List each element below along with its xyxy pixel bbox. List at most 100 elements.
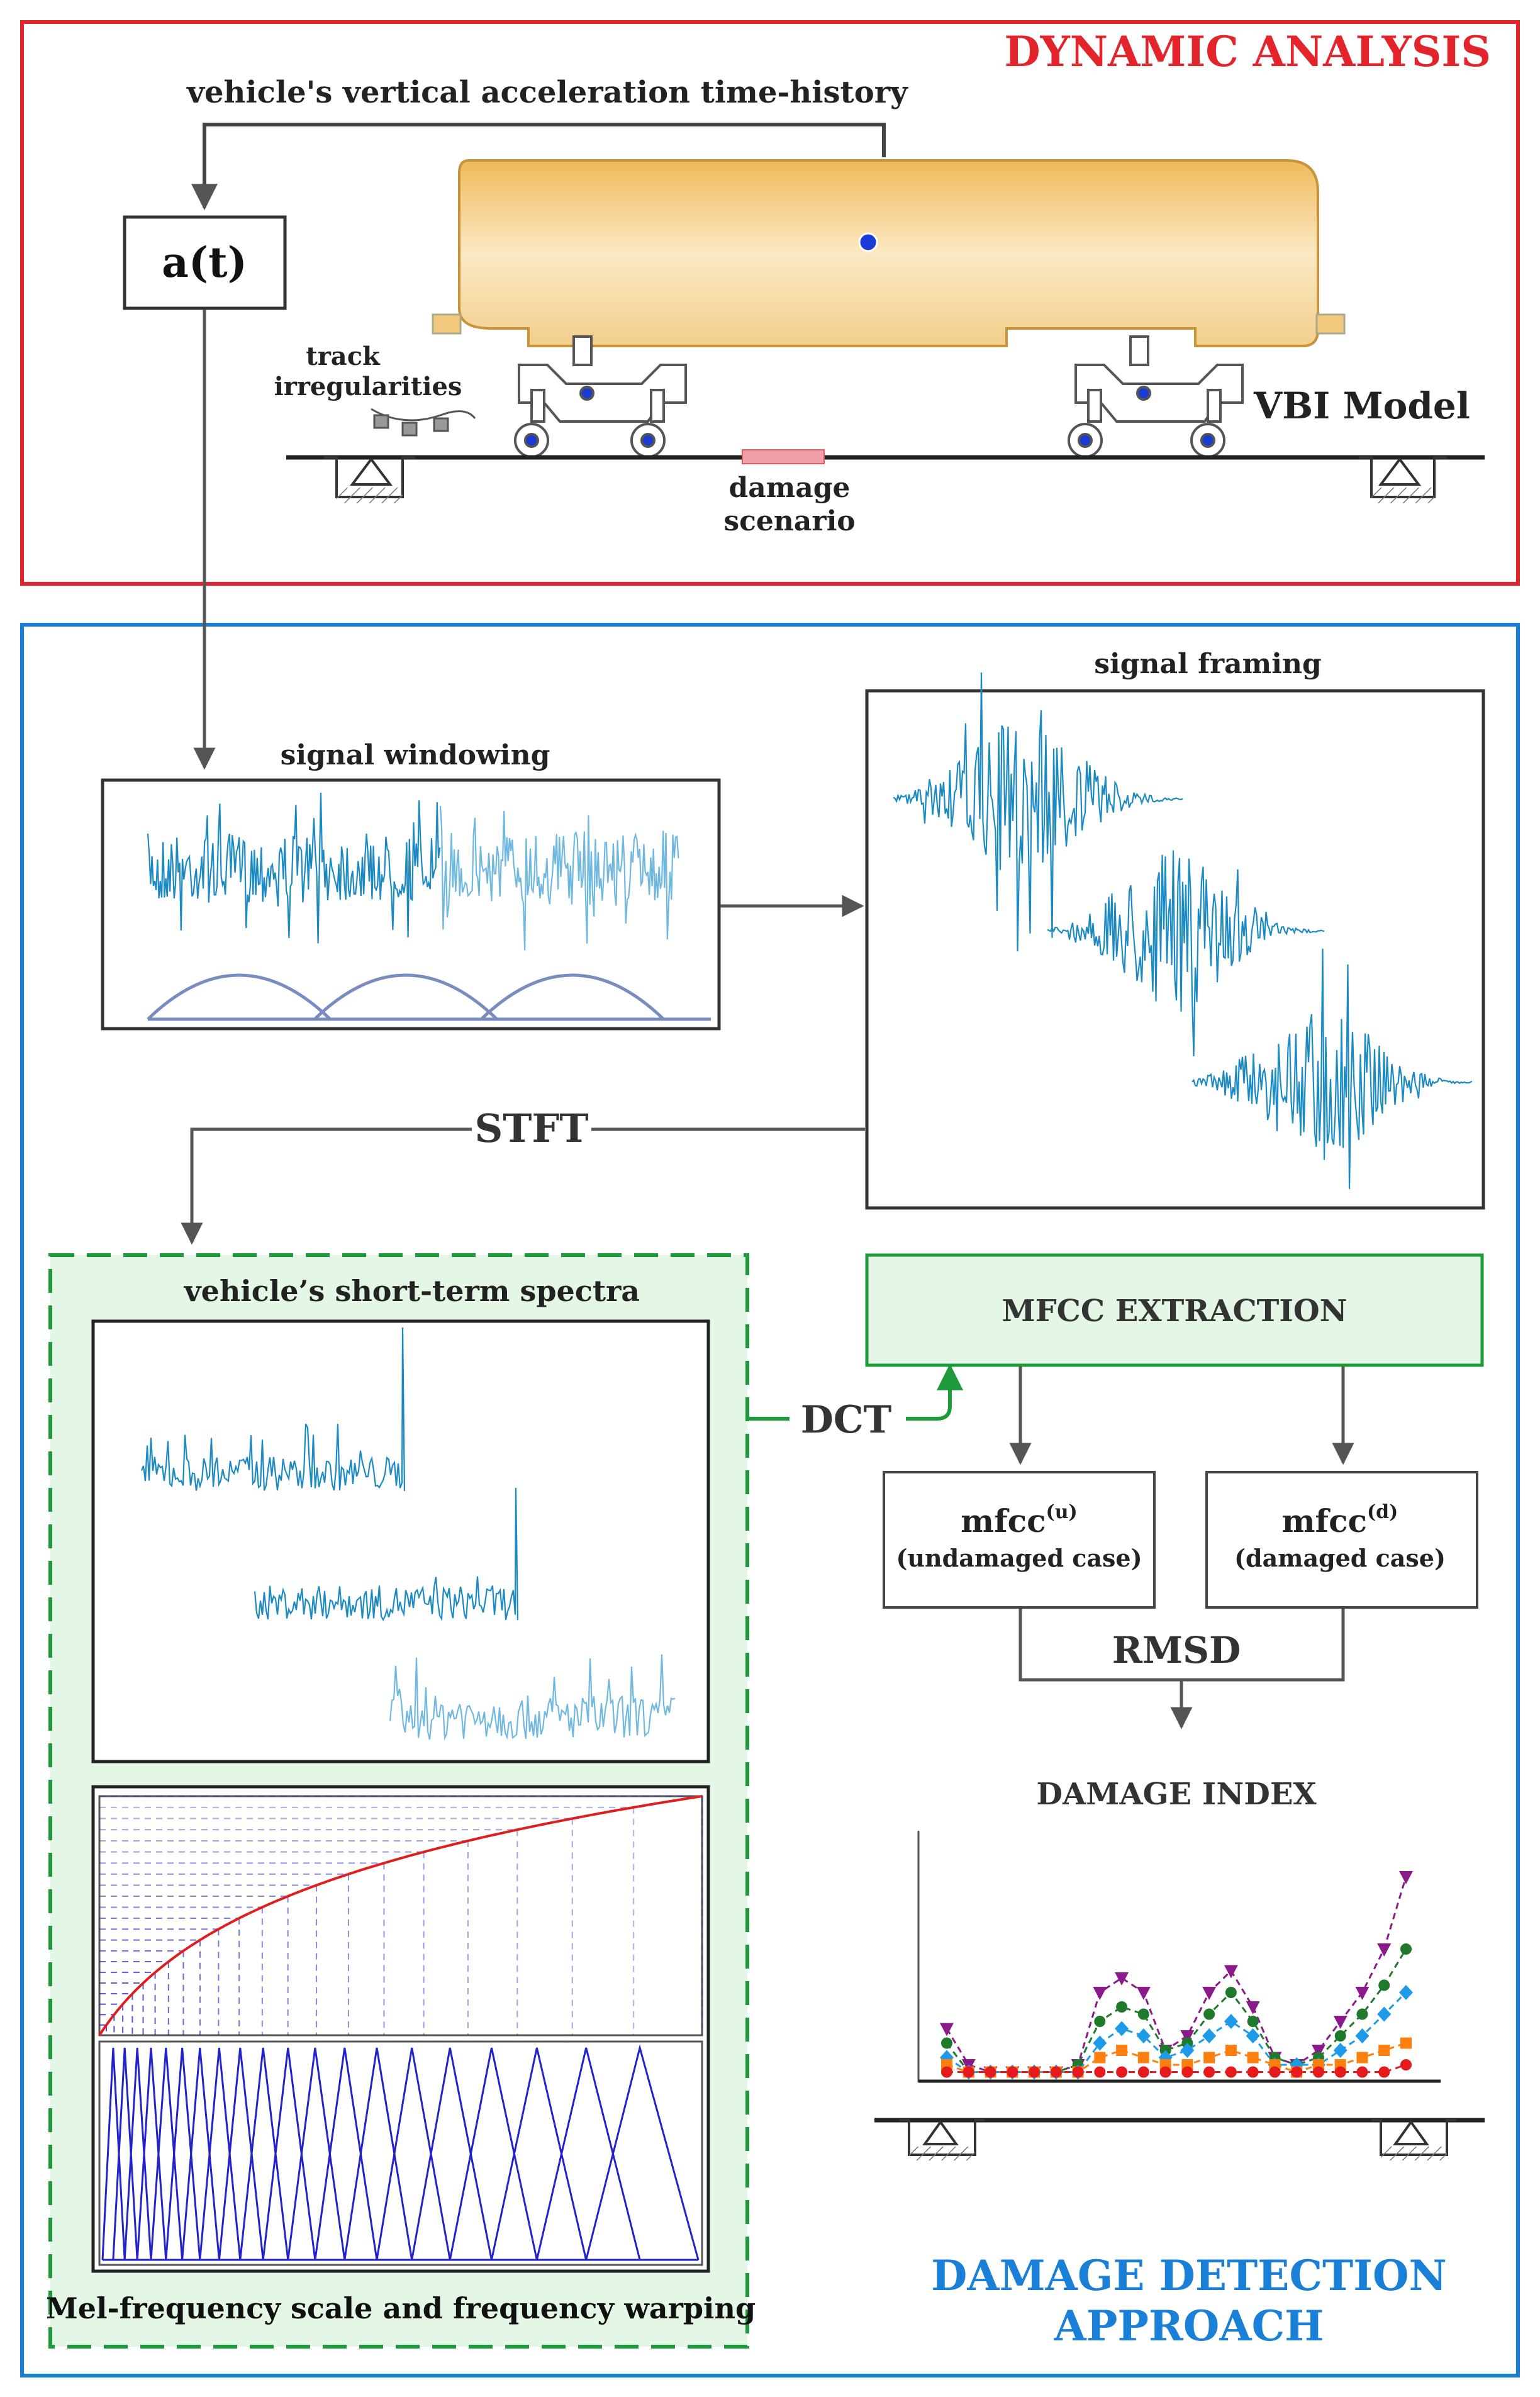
chart-point [1094,2066,1106,2078]
signal-frame [1191,948,1473,1190]
chart-point [1203,2066,1215,2078]
chart-point [1247,2066,1259,2078]
windowing-label: signal windowing [281,739,550,771]
chart-point [1116,2001,1128,2013]
stft-arrow [192,1127,865,1243]
chart-point [1333,2043,1348,2058]
signal-frames [893,672,1473,1190]
chart-point [1225,2045,1237,2056]
chart-point [1115,2021,1129,2037]
mfcc-u-case: (undamaged case) [896,1544,1142,1572]
bogie-left [514,335,687,458]
mel-filter [449,2047,538,2260]
chart-point [1224,2014,1238,2029]
mel-filter [218,2047,264,2260]
mel-filter [165,2047,201,2260]
chart-point [1094,2052,1106,2064]
chart-point [1334,2066,1346,2078]
short-term-spectra [140,1327,676,1741]
chart-point [940,2023,954,2037]
car-body [458,159,1319,347]
dynamic-analysis-title: DYNAMIC ANALYSIS [1004,27,1491,76]
damage-index-chart [940,1871,1413,2080]
at-label: a(t) [162,238,247,287]
mel-filter [239,2047,289,2260]
chart-point [1180,2043,1195,2058]
signal-frame [893,672,1183,952]
chart-point [1007,2066,1018,2078]
chart-point [1247,2052,1259,2064]
mel-scale-plot [98,1795,703,2037]
mel-filter [101,2047,126,2260]
mfcc-d-case: (damaged case) [1234,1544,1446,1572]
chart-point [1050,2066,1062,2078]
chart-series-line [946,1876,1407,2073]
chart-point [1180,2030,1195,2043]
mel-filter [136,2047,167,2260]
spectra-label: vehicle’s short-term spectra [184,1274,640,1308]
chart-point [941,2066,952,2078]
mel-filter [535,2047,641,2260]
mel-filter [123,2047,152,2260]
chart-point [1203,2052,1215,2064]
chart-point [1400,2037,1412,2049]
chart-point [1094,2016,1106,2027]
chart-point [962,2066,974,2078]
chart-point [1378,2066,1390,2078]
windowed-signal-trace [439,806,679,951]
windowed-signal-trace [147,792,441,944]
chart-point [1116,2045,1128,2056]
chart-point [1356,2052,1368,2064]
chart-point [1224,1965,1238,1979]
chart-point [1116,2066,1128,2078]
chart-point [1246,2001,1260,2014]
chart-point [1334,2030,1346,2042]
chart-point [1291,2066,1303,2078]
vbi-label: VBI Model [1253,384,1470,427]
bridge-beam [286,449,1485,503]
chart-point [1093,2035,1107,2051]
chart-point [1225,2066,1237,2078]
mel-filter [411,2047,493,2260]
chart-series-line [947,2064,1407,2073]
track-irregularities-icon [371,408,476,437]
chart-point [1312,2066,1324,2078]
track-label-1: track [306,342,381,371]
track-label-2: irregularities [274,372,462,401]
chart-point [1355,2028,1370,2043]
chart-point [1378,2045,1390,2056]
chart-point [1115,1972,1129,1986]
mel-filter [343,2047,413,2260]
dct-arrow [749,1366,950,1421]
at-box [123,215,287,310]
windowed-signal [147,792,679,951]
dynamic-analysis-frame [20,20,1520,586]
chart-point [1202,2028,1217,2043]
chart-point [1377,1943,1392,1957]
mfcc-u-label: mfcc(u) [961,1501,1078,1539]
vehicle-model [432,159,1346,458]
chart-point [1203,2008,1215,2020]
chart-point [1029,2066,1041,2078]
window-functions [147,973,711,1021]
chart-point [1181,2066,1193,2078]
chart-point [1399,1985,1413,2000]
mel-filter [287,2047,346,2260]
chart-point [1356,2008,1368,2020]
chart-point [1377,2006,1392,2022]
mel-filter [150,2047,184,2260]
chart-point [1137,2052,1149,2064]
chart-point [985,2066,996,2078]
mel-filter [181,2047,220,2260]
mel-filter-bank [101,2044,700,2261]
chart-point [1269,2066,1281,2078]
mel-label: Mel-frequency scale and frequency warpin… [46,2291,756,2325]
stft-label: STFT [474,1105,588,1151]
chart-point [1247,2016,1259,2027]
chart-point [1202,1987,1217,2000]
spectrum-trace [254,1487,519,1621]
mel-curve [98,1795,703,2037]
mfcc-extraction-label: MFCC EXTRACTION [1002,1293,1347,1329]
